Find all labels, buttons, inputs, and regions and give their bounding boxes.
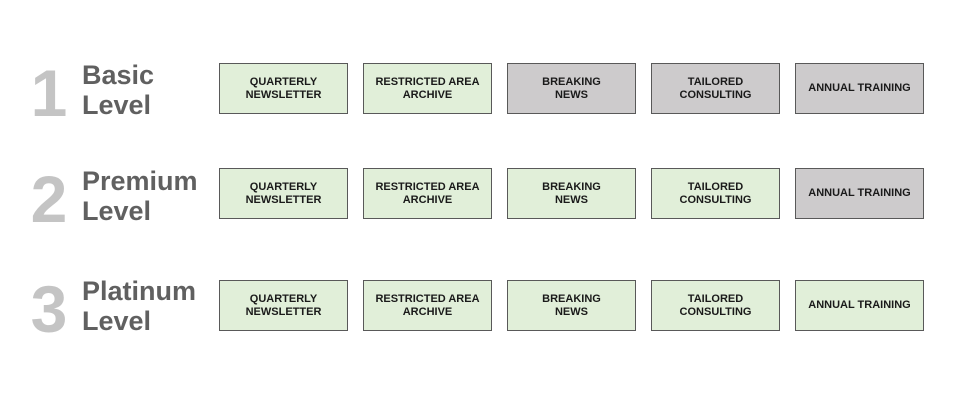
feature-box: RESTRICTED AREA ARCHIVE [363,63,492,114]
feature-box: QUARTERLY NEWSLETTER [219,168,348,219]
tier-row-premium: 2 Premium Level QUARTERLY NEWSLETTER RES… [0,166,956,232]
feature-box: QUARTERLY NEWSLETTER [219,280,348,331]
feature-box: RESTRICTED AREA ARCHIVE [363,168,492,219]
tier-name-line2: Level [82,90,152,120]
feature-box: BREAKING NEWS [507,280,636,331]
tier-name-line1: Platinum [82,276,197,306]
tier-name-line1: Premium [82,166,198,196]
feature-box: ANNUAL TRAINING [795,280,924,331]
feature-box: BREAKING NEWS [507,168,636,219]
feature-box: ANNUAL TRAINING [795,63,924,114]
tier-name: Premium Level [82,166,198,226]
tier-row-basic: 1 Basic Level QUARTERLY NEWSLETTER RESTR… [0,60,956,126]
feature-box: ANNUAL TRAINING [795,168,924,219]
tier-number: 3 [30,272,68,346]
feature-box: BREAKING NEWS [507,63,636,114]
tier-number: 2 [30,162,68,236]
tier-name-line2: Level [82,196,152,226]
feature-box: QUARTERLY NEWSLETTER [219,63,348,114]
tier-name-line1: Basic [82,60,155,90]
feature-box: TAILORED CONSULTING [651,280,780,331]
tier-row-platinum: 3 Platinum Level QUARTERLY NEWSLETTER RE… [0,276,956,342]
feature-box: TAILORED CONSULTING [651,168,780,219]
tier-name: Basic Level [82,60,154,120]
tier-number: 1 [30,56,68,130]
tier-name-line2: Level [82,306,152,336]
feature-box: RESTRICTED AREA ARCHIVE [363,280,492,331]
tier-name: Platinum Level [82,276,196,336]
feature-box: TAILORED CONSULTING [651,63,780,114]
